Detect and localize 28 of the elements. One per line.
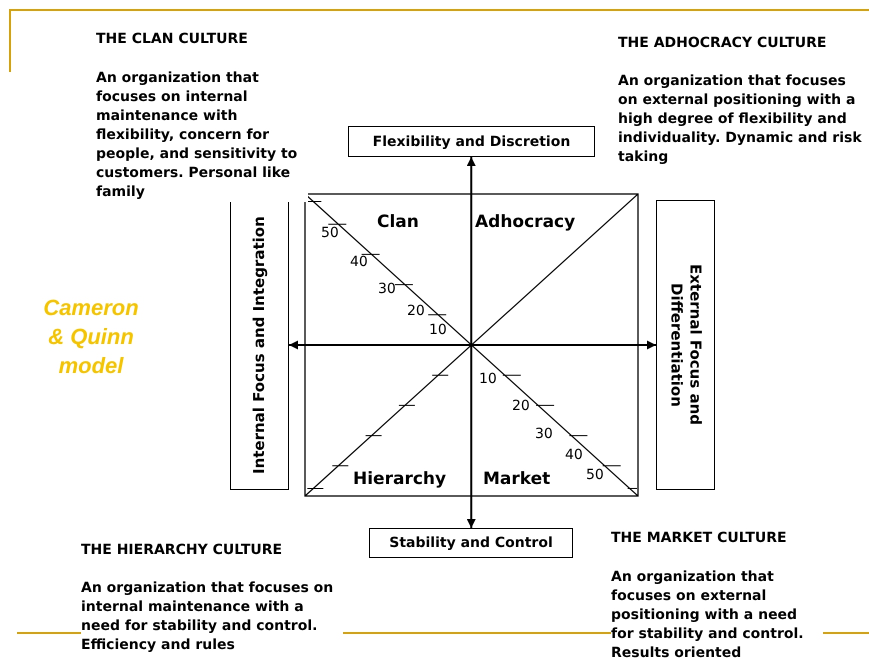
axis-label-box: Stability and Control — [369, 528, 573, 558]
quadrant-label: Hierarchy — [353, 470, 446, 489]
axis-label-box: External Focus and Differentiation — [656, 200, 715, 490]
scale-number: 20 — [407, 304, 425, 319]
scale-number: 50 — [586, 468, 604, 483]
section-heading: THE MARKET CULTURE — [611, 529, 787, 548]
section-heading: THE ADHOCRACY CULTURE — [618, 34, 826, 53]
scale-number: 40 — [350, 255, 368, 270]
model-title: Cameron & Quinn model — [42, 294, 140, 380]
scale-number: 40 — [565, 448, 583, 463]
scale-number: 30 — [535, 427, 553, 442]
section-heading: THE CLAN CULTURE — [96, 30, 248, 49]
axis-arrow — [466, 157, 476, 528]
quadrant-label: Clan — [377, 213, 419, 232]
scale-number: 50 — [321, 226, 339, 241]
description-text: An organization that focuses on external positioning with a need for stability and control. Results oriented — [611, 568, 823, 659]
axis-label-box: Flexibility and Discretion — [348, 126, 595, 157]
scale-number: 10 — [429, 323, 447, 338]
scale-number: 30 — [378, 282, 396, 297]
scale-number: 10 — [479, 372, 497, 387]
quadrant-label: Adhocracy — [475, 213, 576, 232]
scale-number: 20 — [512, 399, 530, 414]
description-text: An organization that focuses on internal maintenance with a need for stability and control. Efficiency and rules — [81, 579, 343, 655]
section-heading: THE HIERARCHY CULTURE — [81, 541, 282, 560]
description-text: An organization that focuses on internal maintenance with flexibility, concern for people, and sensitivity to customers. Personal like family — [96, 69, 308, 202]
quadrant-label: Market — [483, 470, 550, 489]
axis-label-box: Internal Focus and Integration — [230, 200, 289, 490]
axis-arrow — [289, 340, 656, 350]
